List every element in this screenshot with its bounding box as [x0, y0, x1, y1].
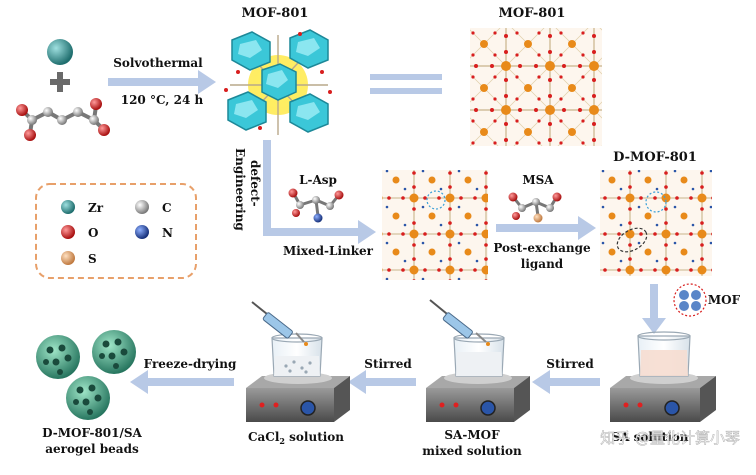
legend-label-s: S	[88, 252, 97, 266]
legend-item-s: S	[61, 251, 97, 266]
freeze-drying-label: Freeze-drying	[144, 357, 237, 371]
add-mof-arrow	[642, 284, 666, 334]
post-exchange-label-2: ligand	[521, 257, 564, 271]
sa-solution-hotplate	[610, 331, 716, 422]
msa-molecule-icon	[508, 192, 562, 223]
element-legend: Zr C O N S	[35, 183, 197, 279]
mof801-lattice-image	[470, 28, 602, 146]
sa-mof-label-1: SA-MOF	[444, 428, 500, 442]
cage-top-left	[231, 31, 271, 71]
freeze-drying-arrow	[130, 370, 234, 394]
aerogel-beads-image	[36, 330, 136, 420]
zr-atom-icon	[47, 39, 73, 65]
reactants	[16, 39, 110, 141]
mof801-cage-structure	[224, 29, 332, 135]
legend-item-o: O	[61, 225, 98, 240]
sa-solution-label: SA solution	[611, 430, 688, 444]
mof-particles-icon	[673, 283, 707, 317]
beads-label-1: D-MOF-801/SA	[42, 426, 142, 440]
legend-item-zr: Zr	[61, 200, 104, 215]
cage-top-right	[289, 29, 329, 69]
l-asp-molecule-icon	[288, 188, 344, 223]
svg-text:defect-: defect-	[248, 160, 262, 207]
stirred-arrow-2	[348, 370, 416, 394]
syringe-icon-2	[251, 301, 308, 346]
equals-icon	[370, 74, 442, 94]
bead-2	[92, 330, 136, 374]
post-exchange-arrow	[496, 216, 596, 240]
stirred-label-2: Stirred	[364, 357, 412, 371]
stirred-arrow-1	[532, 370, 600, 394]
syringe-icon-1	[429, 299, 490, 346]
d-mof801-title: D-MOF-801	[613, 150, 697, 165]
mixed-linker-lattice-image	[382, 170, 488, 280]
mof801-top-title: MOF-801	[242, 6, 309, 21]
cage-center	[261, 63, 297, 101]
cage-bottom-right	[289, 93, 329, 133]
d-mof801-lattice-image	[600, 170, 712, 276]
solvothermal-label: Solvothermal	[113, 56, 203, 70]
mof801-right-title: MOF-801	[499, 6, 566, 21]
fumarate-linker-icon	[16, 98, 110, 141]
msa-label: MSA	[522, 173, 554, 187]
sa-mof-hotplate	[426, 333, 530, 422]
solvothermal-arrow	[108, 70, 216, 94]
bead-1	[36, 335, 80, 379]
mof-badge-label: MOF	[708, 293, 741, 307]
legend-label-n: N	[162, 226, 173, 240]
legend-label-o: O	[88, 226, 98, 240]
post-exchange-label-1: Post-exchange	[493, 241, 591, 255]
legend-item-n: N	[135, 225, 173, 240]
mixed-linker-label: Mixed-Linker	[283, 244, 374, 258]
cacl2-hotplate	[246, 333, 350, 422]
sa-mof-label-2: mixed solution	[422, 444, 522, 458]
legend-item-c: C	[135, 200, 172, 215]
l-asp-label: L-Asp	[299, 173, 337, 187]
cage-bottom-left	[227, 91, 267, 131]
defect-engineering-arrow	[263, 140, 376, 244]
legend-label-zr: Zr	[88, 201, 104, 215]
svg-text:Engineering: Engineering	[233, 148, 247, 231]
defect-engineering-label: defect- Engineering	[233, 148, 262, 231]
watermark: 知乎 @量化计算小琴	[600, 429, 740, 447]
stirred-label-1: Stirred	[546, 357, 594, 371]
cacl2-label: CaCl2 solution	[248, 430, 344, 446]
bead-3	[66, 376, 110, 420]
conditions-label: 120 °C, 24 h	[121, 93, 204, 107]
legend-label-c: C	[162, 201, 172, 215]
beads-label-2: aerogel beads	[45, 442, 139, 456]
plus-icon	[50, 72, 70, 92]
